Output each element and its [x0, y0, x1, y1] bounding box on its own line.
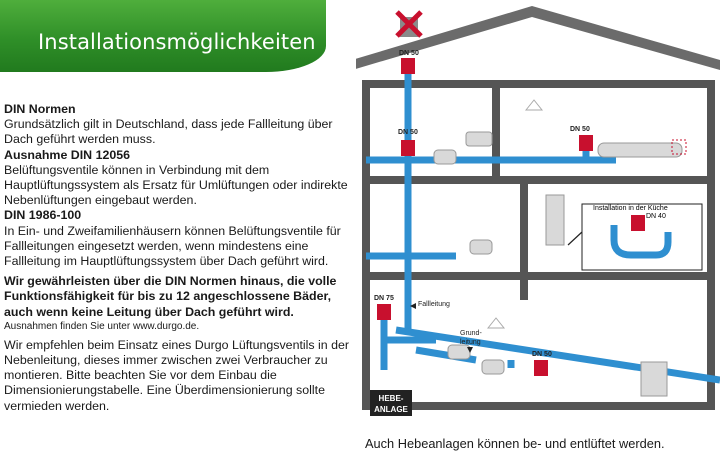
valve-dn75: [377, 304, 391, 320]
shower-heads: [486, 99, 544, 329]
heading-din-12056: Ausnahme DIN 12056: [4, 147, 131, 162]
diagram-labels: DN 50 DN 50 DN 50 DN 75 DN 50 Fallleitun…: [374, 50, 590, 358]
valve-roof: [401, 58, 415, 74]
tank-bottom: [640, 361, 668, 397]
bathtub: [597, 142, 683, 158]
label-dn50-roof: DN 50: [399, 50, 419, 57]
label-grundleitung-2: leitung: [460, 339, 481, 346]
valve-right: [579, 135, 593, 151]
toilet-middle: [469, 239, 493, 255]
optional-valve: [671, 139, 687, 155]
arrow-down-icon: [467, 347, 473, 353]
label-grundleitung-1: Grund-: [460, 330, 482, 337]
valves: [377, 58, 593, 376]
din-12056-body: Belüftungsventile können in Verbindung m…: [4, 162, 348, 208]
arrow-left-icon: [410, 303, 416, 309]
heading-din-normen: DIN Normen: [4, 102, 76, 116]
recommendation-text: Wir empfehlen beim Einsatz eines Durgo L…: [4, 337, 350, 413]
label-anlage: ANLAGE: [374, 405, 408, 414]
heading-din-1986: DIN 1986-100: [4, 208, 82, 223]
label-dn50-bottom: DN 50: [532, 351, 552, 358]
din-1986-body: In Ein- und Zweifamilienhäusern können B…: [4, 223, 341, 269]
caption: Auch Hebeanlagen können be- und entlüfte…: [365, 436, 665, 451]
foundation: [362, 402, 715, 410]
toilet-top: [433, 149, 457, 165]
house-diagram: DN 40 Installation in der Küche DN 50 DN…: [356, 6, 720, 416]
label-hebe: HEBE-: [379, 394, 404, 403]
valve-left: [401, 140, 415, 156]
roof: [356, 6, 720, 70]
hebeanlage: HEBE- ANLAGE: [370, 390, 412, 416]
text-column: DIN Normen Grundsätzlich gilt in Deutsch…: [4, 102, 360, 414]
label-dn50-left: DN 50: [398, 129, 418, 136]
kitchen-inset: DN 40 Installation in der Küche: [567, 203, 703, 271]
sink-bottom: [481, 359, 505, 375]
pipes: [366, 60, 720, 384]
label-dn75: DN 75: [374, 295, 394, 302]
valve-bottom: [534, 360, 548, 376]
title-banner: Installationsmöglichkeiten: [0, 0, 326, 72]
banner-title: Installationsmöglichkeiten: [38, 30, 316, 54]
label-dn40: DN 40: [646, 213, 666, 220]
label-fallleitung: Fallleitung: [418, 301, 450, 308]
sink-top: [465, 131, 493, 147]
toilet-bottom: [447, 344, 471, 360]
label-dn50-right: DN 50: [570, 126, 590, 133]
valve-dn40: [631, 215, 645, 231]
label-kitchen: Installation in der Küche: [593, 205, 668, 212]
cabinet: [545, 194, 565, 246]
exceptions-text: Ausnahmen finden Sie unter www.durgo.de.: [4, 320, 200, 332]
cross-out-icon: [395, 10, 423, 38]
fixtures: [433, 131, 683, 397]
guarantee-text: Wir gewährleisten über die DIN Normen hi…: [4, 274, 337, 319]
din-body: Grundsätzlich gilt in Deutschland, dass …: [4, 117, 333, 147]
